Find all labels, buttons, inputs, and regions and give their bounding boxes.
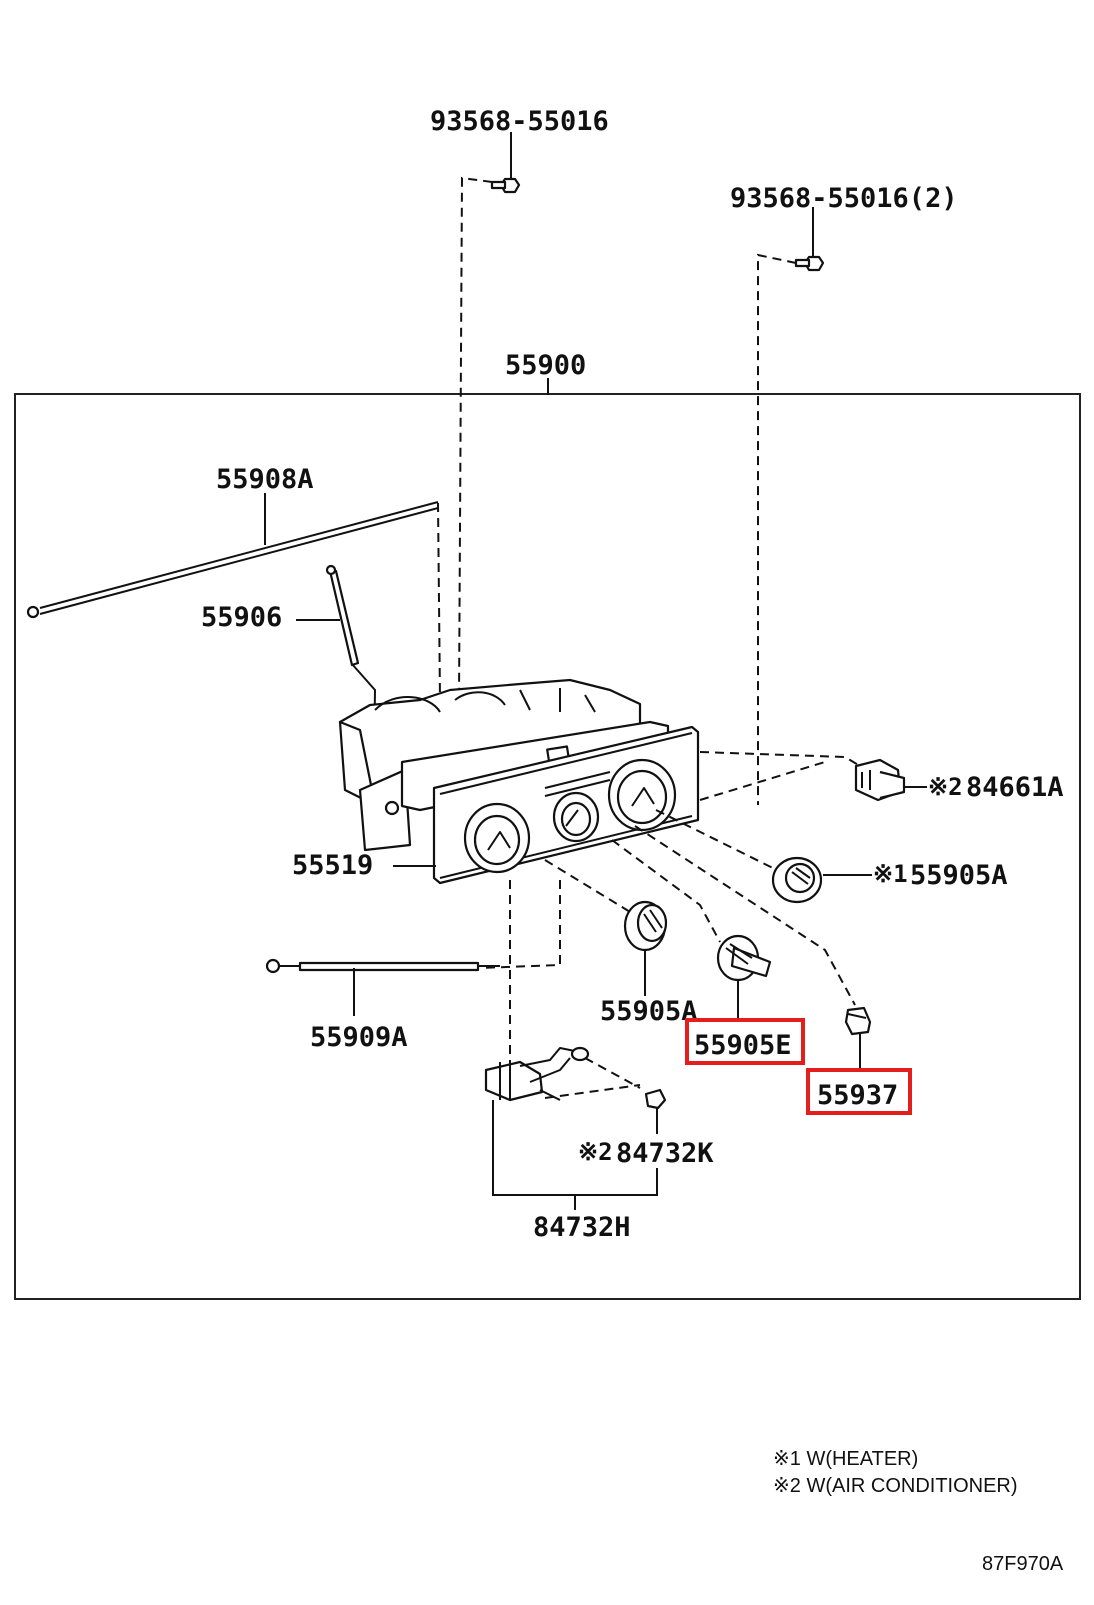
label-knob-right: 55905A (910, 860, 1008, 891)
label-knob-center: 55905A (600, 996, 698, 1027)
label-bolt-top: 93568-55016 (430, 106, 609, 137)
label-bolt-right: 93568-55016(2) (730, 183, 958, 214)
highlight-clip (806, 1068, 912, 1115)
label-clip: 55937 (817, 1080, 898, 1111)
note-2: ※2 W(AIR CONDITIONER) (773, 1475, 1018, 1497)
cable-top[interactable] (26, 501, 441, 701)
knob-center[interactable] (623, 900, 668, 952)
dash-to-cable-bottom (479, 880, 561, 969)
label-cable-top: 55908A (216, 464, 314, 495)
leader-bolt-right-dash (757, 253, 797, 805)
control-unit[interactable] (338, 678, 700, 885)
knob-b[interactable] (716, 934, 772, 982)
label-assembly: 55900 (505, 350, 586, 381)
bolt-top[interactable] (490, 132, 521, 194)
leader-bolt-top-dash (458, 176, 493, 701)
label-cable-bottom: 55909A (310, 1022, 408, 1053)
note-1: ※1 W(HEATER) (773, 1448, 918, 1470)
dash-to-clip (634, 825, 856, 1006)
dash-to-knob-right (655, 809, 788, 876)
dash-to-switch-a (699, 751, 871, 773)
switch-right[interactable] (854, 758, 906, 802)
dash-to-switch-b (699, 761, 826, 801)
knob-right[interactable] (771, 856, 823, 904)
wire-harness[interactable] (484, 1046, 590, 1102)
label-bulb: 84732K (616, 1138, 714, 1169)
label-panel: 55519 (292, 850, 373, 881)
label-knob-b: 55905E (694, 1030, 792, 1061)
dash-to-bulb (544, 1057, 641, 1099)
cable-bottom[interactable] (265, 958, 500, 974)
label-rod: 55906 (201, 602, 282, 633)
label-switch-right: 84661A (966, 772, 1064, 803)
bolt-right[interactable] (794, 207, 825, 272)
clip[interactable] (844, 1006, 872, 1036)
highlight-knob-b (685, 1018, 805, 1065)
label-switch-right-mark: ※2 (928, 773, 963, 801)
label-wire-harness: 84732H (533, 1212, 631, 1243)
dash-to-knob-center (544, 859, 641, 919)
dash-to-knob-b (611, 839, 721, 943)
label-bulb-mark: ※2 (578, 1138, 613, 1166)
rod[interactable] (325, 564, 376, 761)
label-knob-right-mark: ※1 (873, 860, 908, 888)
figure-code: 87F970A (982, 1553, 1064, 1575)
bulb[interactable] (644, 1088, 667, 1110)
